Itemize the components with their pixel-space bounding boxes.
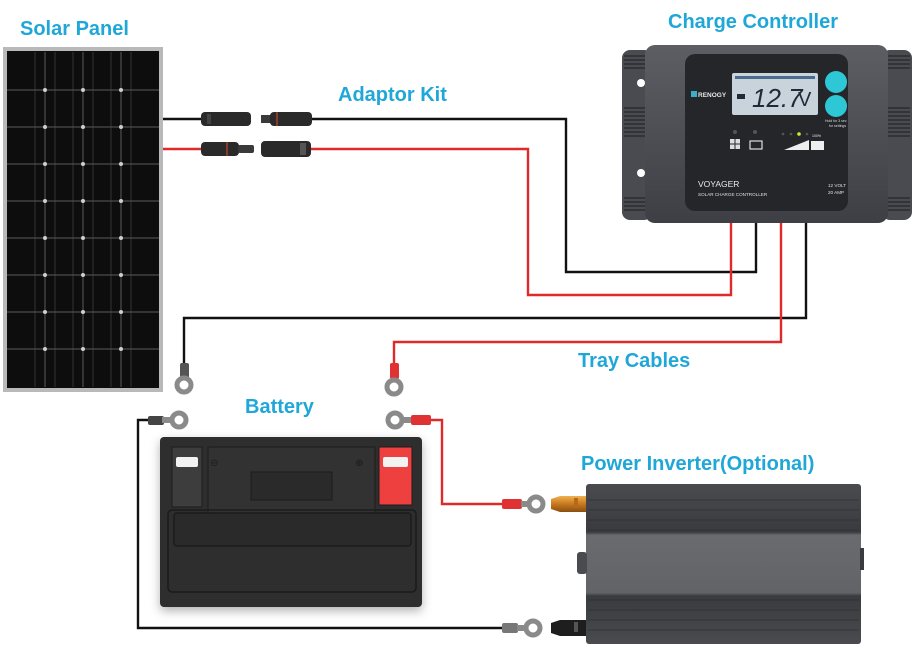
mc4-connector-positive-male	[201, 142, 254, 156]
mc4-connector-positive-female	[261, 141, 311, 157]
solar-panel-label: Solar Panel	[20, 18, 129, 40]
charge-level-ramp-icon	[784, 140, 809, 150]
controller-button-up[interactable]	[825, 71, 847, 93]
battery-full-icon	[811, 141, 824, 150]
power-inverter	[551, 484, 864, 644]
ring-terminal-negative-tray	[174, 363, 194, 395]
solar-panel	[3, 47, 163, 392]
tray-cables-label: Tray Cables	[578, 350, 691, 372]
inverter-positive-wire	[430, 418, 503, 506]
rating-amp: 20 AMP	[828, 190, 844, 195]
pv-indicator-led	[733, 130, 737, 134]
battery-label: Battery	[245, 396, 314, 418]
battery-indicator-led	[753, 130, 757, 134]
lcd-value: 12.7	[752, 83, 804, 113]
inverter-negative-wire	[136, 418, 503, 630]
battery-positive-tray-cable	[392, 218, 783, 365]
hold-hint-line1: Hold for 3 sec	[825, 119, 847, 123]
battery-charge-icon	[749, 140, 763, 150]
lcd-display	[732, 73, 818, 115]
brand-name: RENOGY	[698, 92, 727, 99]
adaptor-kit	[201, 112, 312, 157]
negative-symbol-icon: ⊖	[210, 458, 218, 469]
lcd-battery-icon	[737, 94, 745, 99]
model-name: VOYAGER	[698, 179, 739, 189]
charge-level-led	[797, 132, 801, 136]
ring-terminal-negative-battery	[148, 410, 189, 430]
positive-symbol-icon: ⊕	[355, 458, 363, 469]
ring-terminal-negative-inverter	[502, 618, 543, 638]
mc4-connector-negative-male	[201, 112, 251, 126]
charge-controller-label: Charge Controller	[668, 11, 839, 33]
adaptor-kit-label: Adaptor Kit	[338, 84, 447, 106]
pv-positive-wire	[310, 147, 733, 297]
hold-hint-line2: for settings	[829, 124, 846, 128]
inverter-positive-post	[551, 496, 587, 512]
battery: ⊖ ⊕	[160, 437, 422, 607]
battery-negative-tray-cable	[182, 218, 808, 365]
pv-negative-wire	[310, 117, 758, 274]
ring-terminal-positive-battery	[385, 410, 431, 430]
inverter-side-switch	[577, 552, 587, 574]
lcd-unit: V	[798, 89, 812, 111]
ring-terminal-positive-tray	[384, 363, 404, 397]
mc4-connector-negative-female	[261, 112, 312, 126]
power-inverter-label: Power Inverter(Optional)	[581, 453, 815, 475]
ring-terminal-positive-inverter	[502, 494, 546, 514]
charge-controller: 12.7 V RENOGY Hold for 3 sec for setting…	[622, 45, 912, 223]
inverter-negative-post	[551, 620, 587, 636]
battery-negative-terminal	[171, 446, 203, 508]
renogy-logo-icon	[691, 91, 697, 97]
controller-button-down[interactable]	[825, 95, 847, 117]
percent-label: 100%	[812, 134, 821, 138]
battery-positive-terminal	[378, 446, 413, 506]
rating-volt: 12 VOLT	[828, 183, 846, 188]
model-subtitle: SOLAR CHARGE CONTROLLER	[698, 192, 768, 197]
